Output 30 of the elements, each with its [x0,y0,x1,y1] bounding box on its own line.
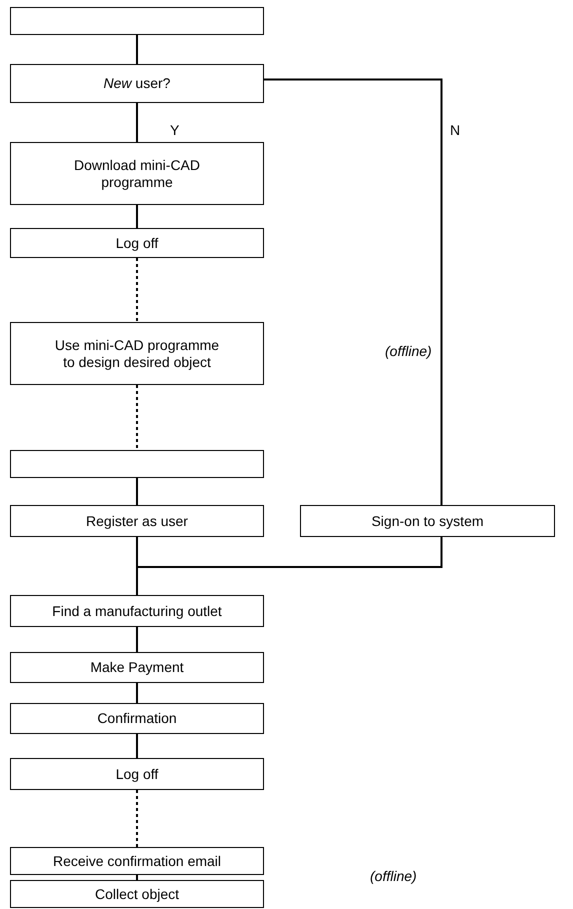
dotted-connector [136,258,138,322]
process-box: Make Payment [10,652,264,683]
process-box [10,7,264,35]
process-box: Receive confirmation email [10,847,264,875]
process-box [10,450,264,478]
process-box: Use mini-CAD programme to design desired object [10,322,264,385]
connector-line [136,627,138,652]
connector-line [136,205,138,228]
process-box: Log off [10,758,264,790]
process-box: Download mini-CAD programme [10,142,264,205]
process-box: Collect object [10,880,264,908]
decision-box: New user? [10,64,264,103]
dotted-connector [136,790,138,847]
connector-line [136,875,138,880]
process-box: Confirmation [10,703,264,734]
connector-line [136,537,442,595]
connector-line [136,683,138,703]
connector-line [136,35,138,64]
process-box: Register as user [10,505,264,537]
dotted-connector [136,385,138,450]
process-box: Log off [10,228,264,258]
connector-line [136,478,138,505]
process-box: Sign-on to system [300,505,555,537]
side-note: (offline) [370,868,417,884]
edge-label: Y [168,122,182,138]
process-box: Find a manufacturing outlet [10,595,264,627]
connector-line [136,734,138,758]
side-note: (offline) [385,343,432,359]
connector-line [136,103,138,142]
connector-line [264,78,442,505]
